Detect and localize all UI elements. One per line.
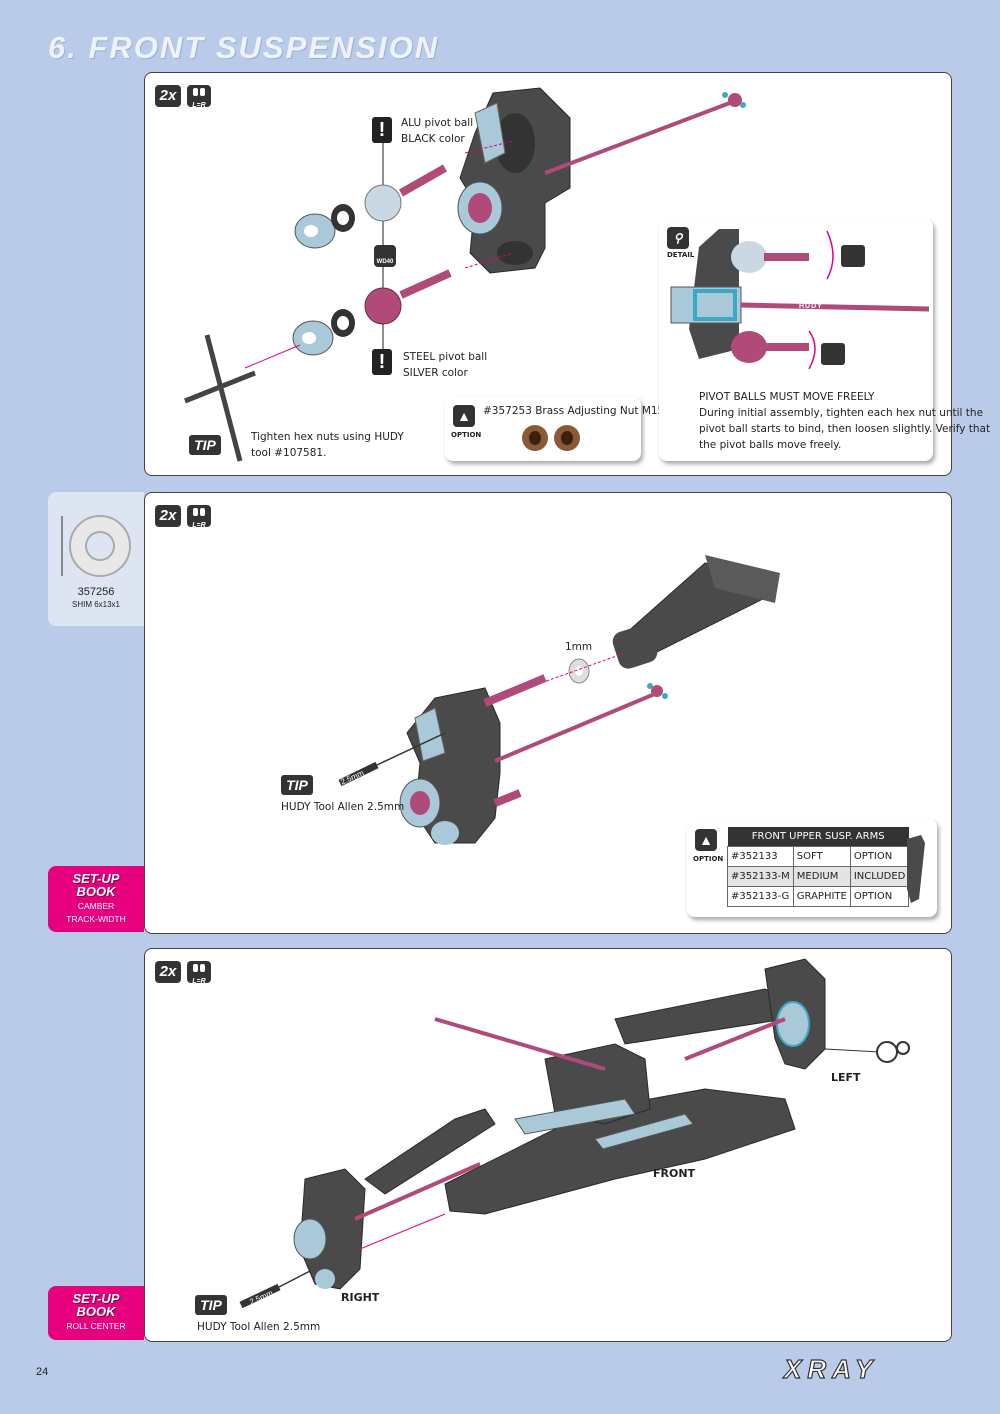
- thumbs-up-icon: ▲: [453, 405, 475, 427]
- detail-heading: PIVOT BALLS MUST MOVE FREELY: [699, 391, 875, 403]
- hands-icon: [193, 964, 205, 972]
- page-number: 24: [36, 1366, 49, 1378]
- upper-arm-thumbnail: [907, 835, 925, 903]
- alu-pivot-label-1: ALU pivot ball: [401, 117, 474, 129]
- shim-washer-icon: [61, 515, 131, 577]
- front-label: FRONT: [653, 1167, 696, 1180]
- setup-book-sub-2: TRACK-WIDTH: [66, 914, 126, 924]
- warning-icon: !: [372, 117, 392, 143]
- row-code: #352133: [727, 846, 794, 867]
- left-right-badge: L=R: [187, 961, 211, 985]
- thumbs-up-icon: ▲: [695, 829, 717, 851]
- quantity-badge: 2x: [155, 85, 181, 107]
- table-row: #352133-M MEDIUM INCLUDED: [727, 866, 910, 887]
- hands-icon: [193, 508, 205, 516]
- row-type: MEDIUM: [792, 866, 851, 887]
- table-header: FRONT UPPER SUSP. ARMS: [727, 827, 909, 847]
- option-brass-nut-box: ▲ OPTION #357253 Brass Adjusting Nut M15…: [445, 397, 677, 461]
- tip-badge: TIP: [281, 775, 313, 795]
- setup-book-title-2: BOOK: [76, 1304, 116, 1319]
- row-code: #352133-G: [727, 886, 794, 907]
- detail-pivot-box: ⚲ DETAIL HUDY PIVOT BALLS MUST MOVE FREE…: [659, 219, 990, 461]
- hands-icon: [193, 88, 205, 96]
- shim-part-card: 357256 SHIM 6x13x1: [48, 492, 144, 626]
- front-suspension-drawing: [239, 958, 910, 1309]
- setup-book-sub-1: ROLL CENTER: [66, 1321, 126, 1331]
- brass-nut-image: [522, 425, 580, 451]
- quantity-badge: 2x: [155, 505, 181, 527]
- pivot-detail-drawing: [670, 229, 930, 369]
- left-right-badge: L=R: [187, 505, 211, 529]
- option-text: #357253 Brass Adjusting Nut M15x1: [483, 405, 678, 417]
- upper-arm-assembly-drawing: [338, 555, 780, 845]
- alu-pivot-label-2: BLACK color: [401, 133, 465, 145]
- setup-book-title-1: SET-UP: [72, 871, 120, 886]
- step-panel-upper-arm: 2x L=R 1mm TIP 2.5mm HUDY Tool Allen 2.5…: [144, 492, 952, 934]
- row-code: #352133-M: [727, 866, 794, 887]
- shim-thickness-label: 1mm: [565, 641, 593, 653]
- steel-pivot-label-1: STEEL pivot ball: [403, 351, 488, 363]
- setup-book-camber[interactable]: SET-UP BOOK CAMBER TRACK-WIDTH: [48, 866, 144, 932]
- tool-text: HUDY Tool Allen 2.5mm: [197, 1321, 321, 1333]
- detail-text-2: pivot ball starts to bind, then loosen s…: [699, 423, 991, 435]
- option-upper-arms-box: ▲ OPTION FRONT UPPER SUSP. ARMS #352133 …: [687, 819, 937, 917]
- steel-pivot-label-2: SILVER color: [403, 367, 468, 379]
- row-type: SOFT: [792, 846, 851, 867]
- shim-code: 357256: [77, 586, 115, 598]
- wd40-lube-icon: WD40: [374, 245, 396, 267]
- xray-logo: XRAY: [781, 1354, 878, 1384]
- right-label: RIGHT: [341, 1291, 380, 1304]
- tip-badge: TIP: [189, 435, 221, 455]
- detail-label: DETAIL: [667, 251, 695, 259]
- row-status: OPTION: [849, 886, 910, 907]
- table-row: #352133-G GRAPHITE OPTION: [727, 886, 910, 907]
- option-label: OPTION: [451, 431, 482, 439]
- page-title: 6. FRONT SUSPENSION: [48, 30, 440, 65]
- upper-arms-table: FRONT UPPER SUSP. ARMS #352133 SOFT OPTI…: [727, 827, 910, 907]
- step-panel-pivot-balls: 2x L=R: [144, 72, 990, 476]
- tip-badge: TIP: [195, 1295, 227, 1315]
- magnifier-icon: ⚲: [667, 227, 689, 249]
- left-right-badge: L=R: [187, 85, 211, 109]
- tip-text-2: tool #107581.: [251, 447, 327, 459]
- tip-text-1: Tighten hex nuts using HUDY: [251, 431, 404, 443]
- setup-book-title-1: SET-UP: [72, 1291, 120, 1306]
- setup-book-roll-center[interactable]: SET-UP BOOK ROLL CENTER: [48, 1286, 144, 1340]
- row-type: GRAPHITE: [792, 886, 851, 907]
- quantity-badge: 2x: [155, 961, 181, 983]
- shim-name: SHIM 6x13x1: [71, 600, 121, 609]
- hudy-rod-marking: HUDY: [799, 303, 823, 310]
- setup-book-sub-1: CAMBER: [77, 901, 115, 911]
- step-panel-front-assembly: 2x L=R LEFT: [144, 948, 952, 1342]
- detail-text-1: During initial assembly, tighten each he…: [699, 407, 984, 419]
- detail-text-3: the pivot balls move freely.: [699, 439, 842, 451]
- table-row: #352133 SOFT OPTION: [727, 846, 910, 867]
- option-label: OPTION: [693, 855, 724, 863]
- left-label: LEFT: [831, 1071, 861, 1084]
- setup-book-title-2: BOOK: [76, 884, 116, 899]
- tool-text: HUDY Tool Allen 2.5mm: [281, 801, 405, 813]
- warning-icon: !: [372, 349, 392, 375]
- svg-text:XRAY: XRAY: [782, 1354, 878, 1384]
- pivot-ball-assembly-drawing: [184, 87, 746, 462]
